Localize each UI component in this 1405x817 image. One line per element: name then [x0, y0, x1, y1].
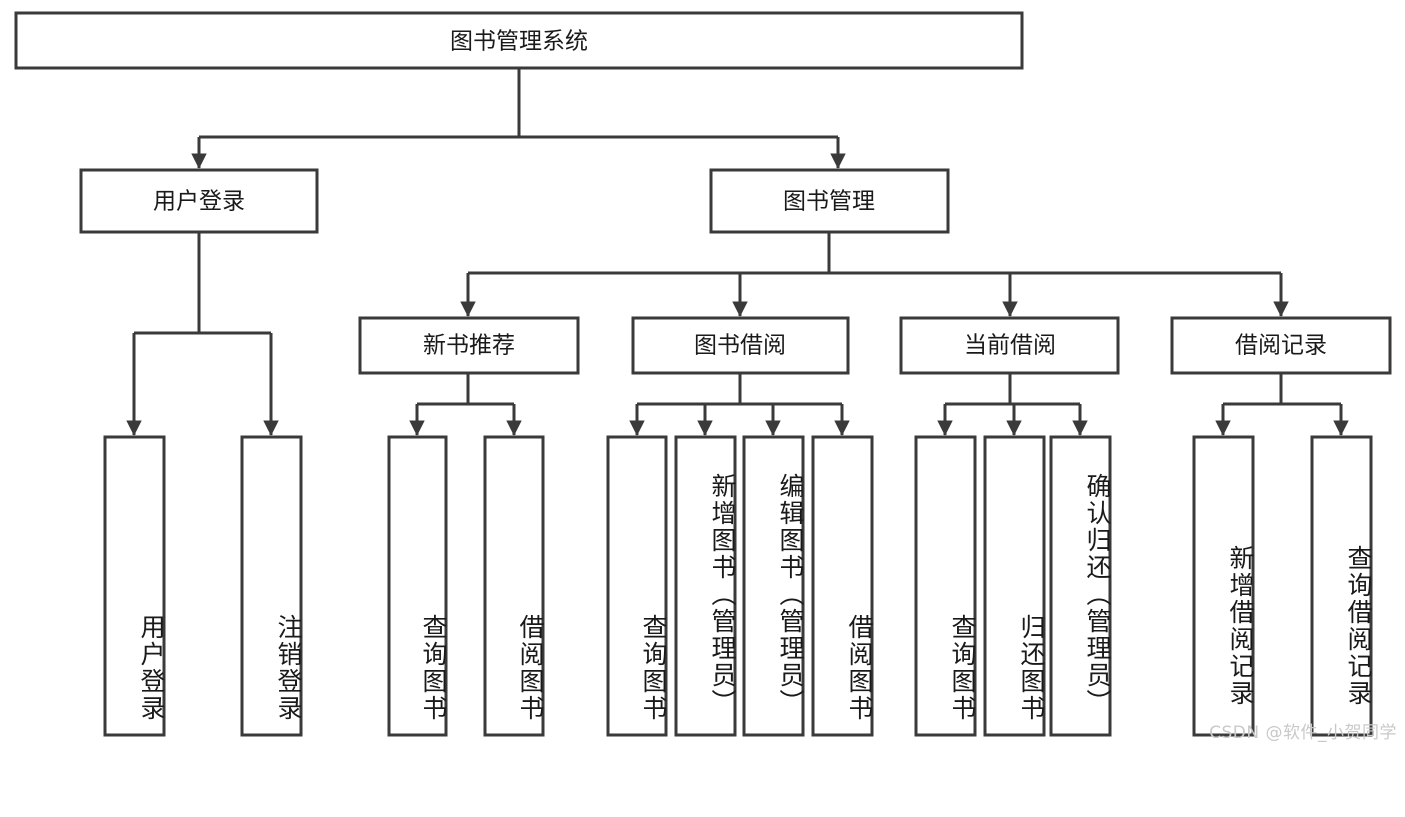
node-leaf-logout-login[interactable] — [240, 435, 303, 737]
connector-root-to-level1 — [191, 68, 846, 169]
node-borrow-record[interactable]: 借阅记录 — [1170, 316, 1392, 375]
node-current-borrow[interactable]: 当前借阅 — [899, 316, 1120, 375]
node-new-book-recommend[interactable]: 新书推荐 — [358, 316, 580, 375]
node-user-login-label: 用户登录 — [153, 189, 245, 215]
node-current-borrow-label: 当前借阅 — [964, 333, 1056, 359]
node-leaf-confirm-return[interactable] — [1049, 435, 1112, 737]
node-user-login[interactable]: 用户登录 — [79, 168, 319, 234]
hierarchy-diagram-svg: 图书管理系统 用户登录 图书管理 新书推荐 图书借阅 当前借阅 借阅记录 — [14, 11, 1392, 737]
connector-userlogin-to-leaves — [126, 232, 279, 436]
connector-currentborrow-to-leaves — [937, 373, 1088, 436]
node-leaf-query-book-2[interactable] — [606, 435, 668, 737]
node-book-management[interactable]: 图书管理 — [709, 168, 950, 234]
node-leaf-edit-book[interactable] — [742, 435, 805, 737]
node-borrow-record-label: 借阅记录 — [1235, 333, 1327, 359]
diagram-canvas: 图书管理系统 用户登录 图书管理 新书推荐 图书借阅 当前借阅 借阅记录 — [14, 11, 1397, 743]
node-leaf-return-book[interactable] — [983, 435, 1046, 737]
node-leaf-query-book-1[interactable] — [387, 435, 448, 737]
node-book-management-label: 图书管理 — [783, 189, 875, 215]
node-leaf-query-record[interactable] — [1310, 435, 1373, 737]
node-leaf-add-book[interactable] — [674, 435, 737, 737]
node-leaf-add-record[interactable] — [1192, 435, 1255, 737]
node-leaf-query-book-3[interactable] — [914, 435, 977, 737]
node-root[interactable]: 图书管理系统 — [14, 11, 1024, 70]
connector-bookmgmt-to-level2 — [460, 232, 1289, 317]
node-book-borrow-label: 图书借阅 — [694, 333, 786, 359]
csdn-watermark: CSDN @软件_小贺同学 — [1209, 723, 1397, 743]
connector-bookborrow-to-leaves — [629, 373, 850, 436]
connector-borrowrecord-to-leaves — [1215, 373, 1349, 436]
node-root-label: 图书管理系统 — [450, 29, 588, 55]
node-book-borrow[interactable]: 图书借阅 — [631, 316, 850, 375]
node-leaf-borrow-book-2[interactable] — [811, 435, 874, 737]
node-new-book-recommend-label: 新书推荐 — [423, 333, 515, 359]
node-leaf-borrow-book-1[interactable] — [483, 435, 545, 737]
connector-newbook-to-leaves — [409, 373, 522, 436]
node-leaf-user-login[interactable] — [103, 435, 166, 737]
